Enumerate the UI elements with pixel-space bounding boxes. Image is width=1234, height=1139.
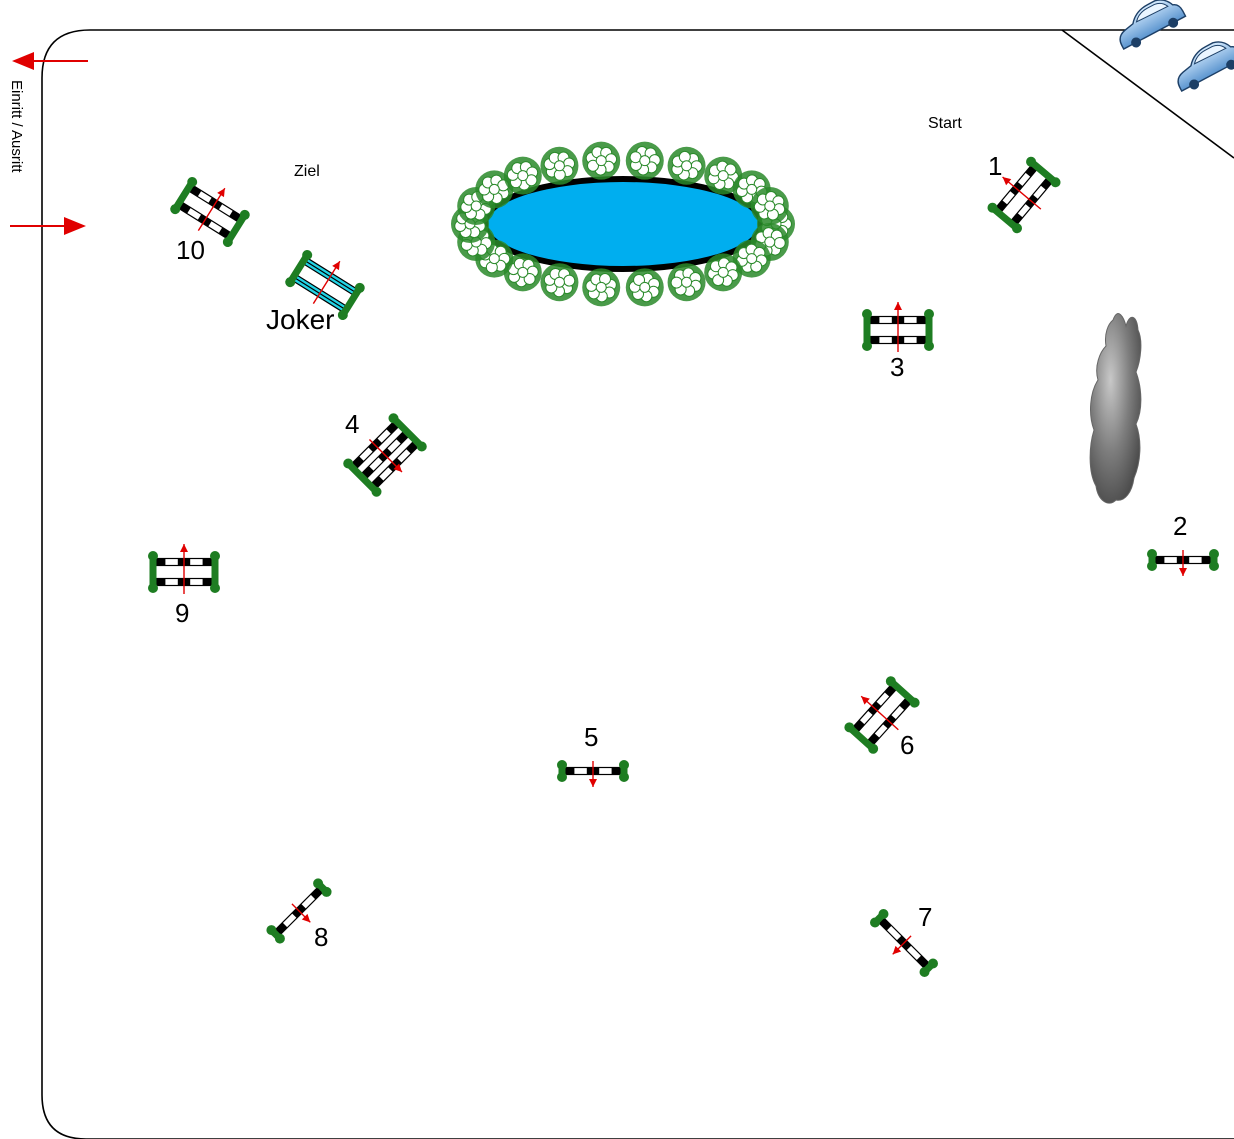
jump-label-6: 6 (900, 732, 914, 758)
flower-bush-icon (704, 253, 742, 291)
exit-arrow-icon (12, 52, 88, 70)
flower-bush-icon (751, 187, 789, 225)
pond-icon (451, 142, 795, 307)
jump-label-8: 8 (314, 924, 328, 950)
entry-exit-label: Einritt / Ausritt (9, 80, 24, 173)
flower-bush-icon (626, 268, 664, 306)
jump-label-10: 10 (176, 237, 205, 263)
flower-bush-icon (504, 157, 542, 195)
car-icon (1111, 0, 1188, 53)
flower-bush-icon (668, 263, 706, 301)
flower-bush-icon (626, 142, 664, 180)
jump-label-joker: Joker (266, 306, 334, 334)
flower-bush-icon (540, 263, 578, 301)
flower-bush-icon (668, 147, 706, 185)
jump-label-1: 1 (988, 153, 1002, 179)
flower-bush-icon (540, 147, 578, 185)
jump-label-4: 4 (345, 411, 359, 437)
jump-5 (557, 760, 629, 787)
bush-icon (1090, 314, 1141, 504)
jump-label-5: 5 (584, 724, 598, 750)
flower-bush-icon (582, 142, 620, 180)
jump-9 (148, 544, 220, 594)
car-icon (1169, 33, 1234, 95)
entry-arrow-icon (10, 217, 86, 235)
finish-label: Ziel (294, 164, 320, 180)
jump-label-9: 9 (175, 600, 189, 626)
start-label: Start (928, 116, 962, 132)
jump-label-2: 2 (1173, 513, 1187, 539)
flower-bush-icon (582, 268, 620, 306)
jump-label-3: 3 (890, 354, 904, 380)
jump-3 (862, 302, 934, 352)
jump-2 (1147, 549, 1219, 576)
jump-label-7: 7 (918, 904, 932, 930)
